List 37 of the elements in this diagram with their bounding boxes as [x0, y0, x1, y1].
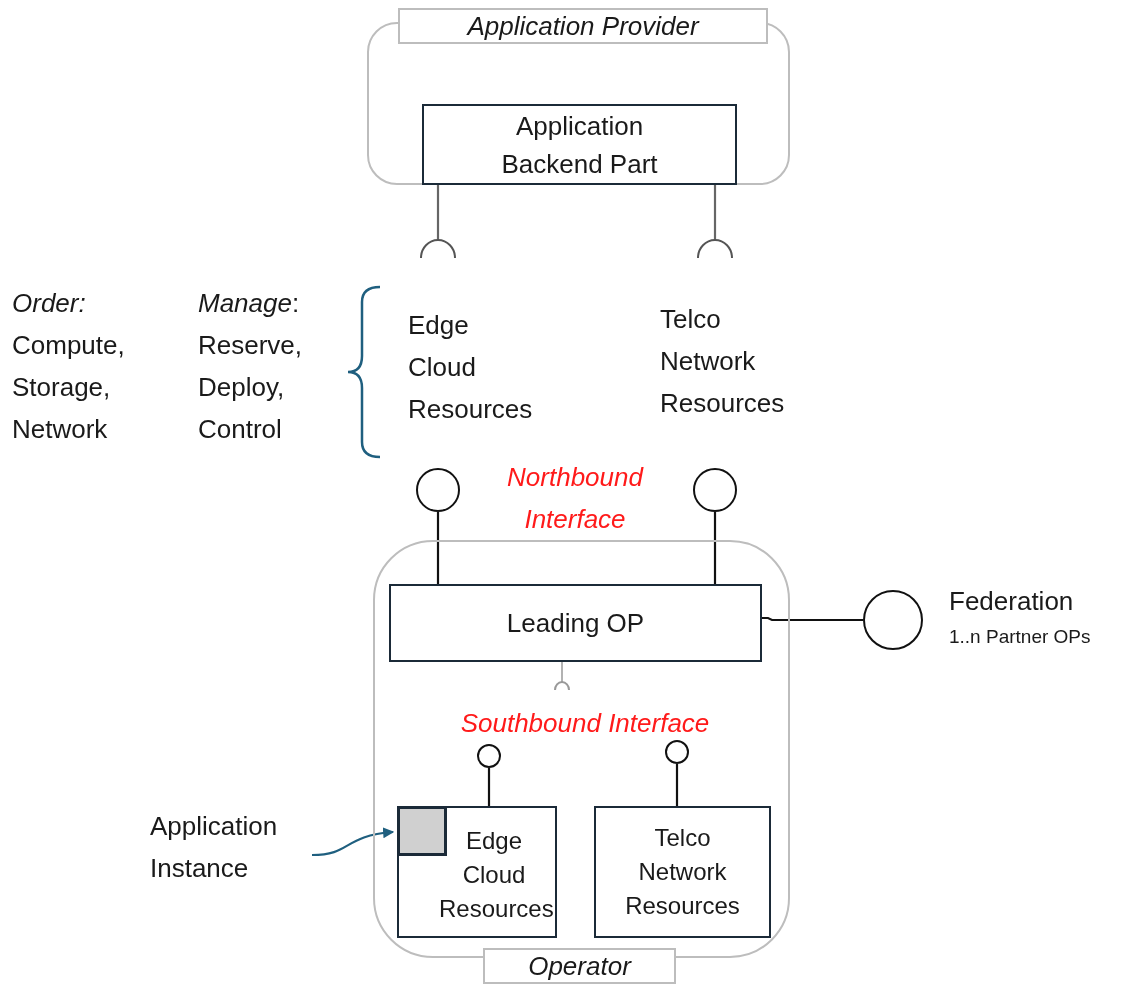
connector-line	[487, 768, 491, 806]
group-container	[373, 540, 790, 986]
component-box	[389, 584, 762, 662]
box-label: Application Backend Part	[500, 109, 659, 181]
arrow	[311, 827, 395, 857]
instance-square	[397, 806, 447, 856]
connector-line	[675, 764, 679, 806]
container-title: Application Provider	[398, 8, 768, 44]
interface-circle	[665, 740, 689, 764]
box-label: Leading OP	[506, 607, 645, 640]
connector-line	[561, 661, 563, 683]
interface-label: Southbound Interface	[459, 707, 711, 740]
interface-circle	[477, 744, 501, 768]
caption-text: 1..n Partner OPs	[949, 626, 1091, 648]
socket-arc	[697, 240, 733, 258]
interface-circle	[416, 468, 460, 512]
socket-arc	[420, 240, 456, 258]
group-container	[367, 8, 790, 185]
socket-arc	[554, 682, 570, 690]
connector-line	[713, 512, 717, 584]
connector-line	[713, 185, 717, 240]
connector-line	[436, 512, 440, 584]
callout-label: Application Instance	[150, 805, 312, 889]
connector-line	[436, 185, 440, 240]
annotation-text: Telco Network Resources	[660, 303, 786, 420]
connector-line	[762, 616, 863, 622]
component-box	[594, 806, 771, 938]
interface-label: Northbound Interface	[506, 461, 645, 536]
container-title: Operator	[483, 948, 676, 984]
component-box	[422, 104, 737, 185]
box-label: Telco Network Resources	[624, 823, 741, 921]
interface-circle	[693, 468, 737, 512]
annotation-text: Manage: Reserve, Deploy, Control	[198, 287, 304, 446]
annotation-text: Order: Compute, Storage, Network	[12, 287, 126, 446]
component-box	[397, 806, 557, 938]
node-label: Federation	[949, 586, 1074, 617]
interface-circle	[863, 590, 923, 650]
